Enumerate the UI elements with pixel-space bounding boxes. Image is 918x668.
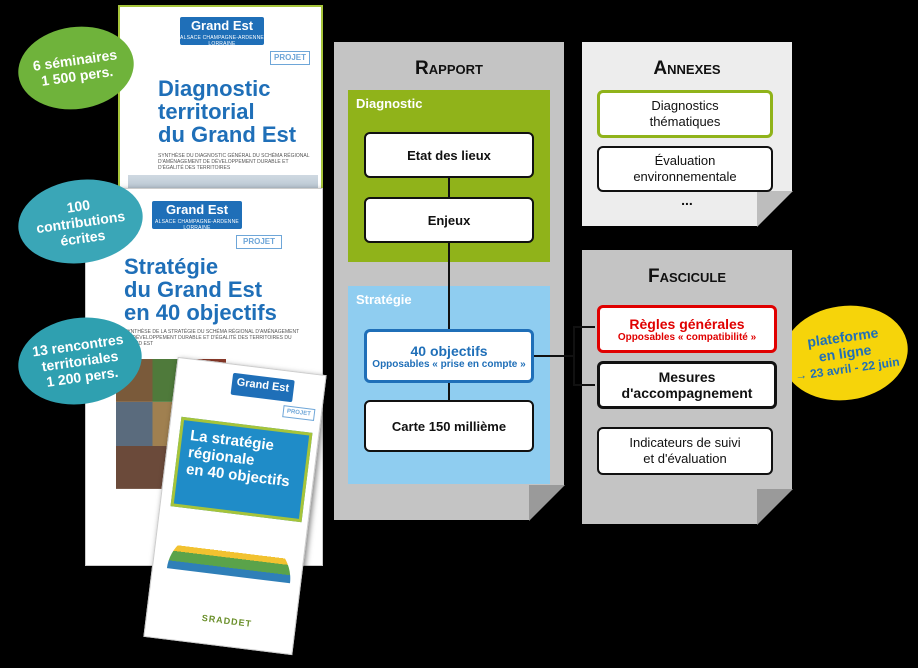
logo-subtext: ALSACE CHAMPAGNE-ARDENNE LORRAINE (155, 219, 239, 231)
rapport-title: Rapport (415, 58, 483, 79)
annexes-title: Annexes (653, 58, 721, 79)
brochure-subtitle: SYNTHÈSE DE LA STRATÉGIE DU SCHÉMA RÉGIO… (124, 329, 300, 347)
logo-text: Grand Est (165, 202, 229, 217)
box-label: Etat des lieux (407, 147, 491, 163)
connector-objectifs-branch (534, 355, 574, 357)
plateforme-bubble: plateforme en ligne → 23 avril - 22 juin (776, 297, 914, 409)
box-label: Carte 150 millième (391, 418, 507, 434)
connector-objectifs-carte (448, 383, 450, 400)
indicateurs-box: Indicateurs de suivi et d'évaluation (597, 427, 773, 475)
title-line: Stratégie (124, 254, 219, 279)
connector-to-regles (573, 326, 595, 328)
grand-est-logo: Grand Est (230, 372, 295, 403)
regles-generales-box: Règles générales Opposables « compatibil… (597, 305, 777, 353)
box-label: 40 objectifs (410, 342, 488, 359)
title-line: territorial (158, 99, 255, 124)
box-label: Évaluation (654, 153, 716, 168)
title-line: du Grand Est (158, 122, 297, 147)
brochure-title: Stratégie du Grand Est en 40 objectifs (124, 255, 319, 324)
grand-est-logo: Grand Est ALSACE CHAMPAGNE-ARDENNE LORRA… (180, 17, 264, 47)
box-label: environnementale (633, 169, 737, 184)
box-label: Enjeux (427, 212, 471, 228)
connector-etat-enjeux (448, 178, 450, 197)
objectifs-box: 40 objectifs Opposables « prise en compt… (364, 329, 534, 383)
box-label: Indicateurs de suivi (629, 435, 741, 450)
annexes-more: ... (681, 192, 693, 208)
fascicule-title: Fascicule (647, 266, 727, 287)
connector-branch-vertical (573, 326, 575, 386)
box-label: et d'évaluation (643, 451, 727, 466)
mesures-accompagnement-box: Mesures d'accompagnement (597, 361, 777, 409)
projet-badge: PROJET (270, 51, 310, 65)
enjeux-box: Enjeux (364, 197, 534, 243)
sraddet-footer: SRADDET (201, 612, 253, 629)
box-label: Diagnostics (651, 98, 719, 113)
brochure-title: Diagnostic territorial du Grand Est (158, 77, 323, 146)
title-line: en 40 objectifs (124, 300, 277, 325)
carte-box: Carte 150 millième (364, 400, 534, 452)
connector-enjeux-objectifs (448, 243, 450, 329)
logo-text: Grand Est (236, 376, 290, 395)
box-sublabel: Opposables « prise en compte » (372, 358, 526, 370)
page-fold (529, 485, 565, 521)
box-label: Mesures (658, 369, 716, 385)
logo-text: Grand Est (190, 18, 254, 33)
evaluation-environnementale-box: Évaluation environnementale (597, 146, 773, 192)
page-fold (757, 489, 793, 525)
title-panel: La stratégie régionale en 40 objectifs (170, 416, 313, 523)
title-line: Diagnostic (158, 76, 271, 101)
box-sublabel: Opposables « compatibilité » (617, 331, 757, 343)
projet-badge: PROJET (236, 235, 282, 249)
projet-badge: PROJET (282, 405, 316, 421)
town-illustration (166, 528, 295, 584)
etat-des-lieux-box: Etat des lieux (364, 132, 534, 178)
box-label: Règles générales (629, 315, 745, 332)
connector-to-mesures (573, 384, 595, 386)
brochure-subtitle: SYNTHÈSE DU DIAGNOSTIC GÉNÉRAL DU SCHÉMA… (158, 153, 310, 171)
page-fold (757, 191, 793, 227)
title-line: du Grand Est (124, 277, 263, 302)
grand-est-logo: Grand Est ALSACE CHAMPAGNE-ARDENNE LORRA… (152, 201, 242, 231)
box-label: thématiques (649, 114, 721, 129)
logo-subtext: ALSACE CHAMPAGNE-ARDENNE LORRAINE (180, 35, 264, 47)
diagnostics-thematiques-box: Diagnostics thématiques (597, 90, 773, 138)
box-label: d'accompagnement (621, 385, 753, 401)
strategie-label: Stratégie (356, 292, 412, 307)
diagnostic-label: Diagnostic (356, 96, 423, 111)
brochure-title: La stratégie régionale en 40 objectifs (185, 427, 295, 490)
